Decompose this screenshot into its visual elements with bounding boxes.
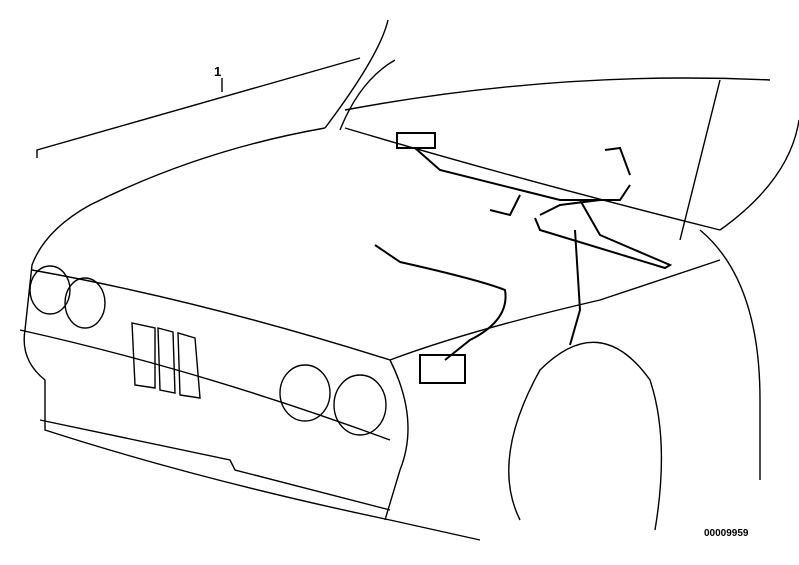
wiring-harness bbox=[374, 132, 673, 384]
headlights bbox=[29, 265, 387, 436]
kidney-grille bbox=[131, 322, 201, 399]
car-body-outline bbox=[19, 19, 799, 541]
image-number: 00009959 bbox=[704, 528, 749, 539]
callout-bracket bbox=[36, 57, 361, 158]
callout-label-1: 1 bbox=[214, 64, 222, 79]
